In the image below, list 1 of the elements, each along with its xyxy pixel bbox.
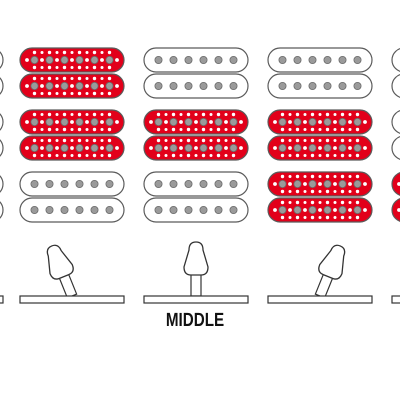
position-label: MIDDLE bbox=[166, 311, 224, 330]
